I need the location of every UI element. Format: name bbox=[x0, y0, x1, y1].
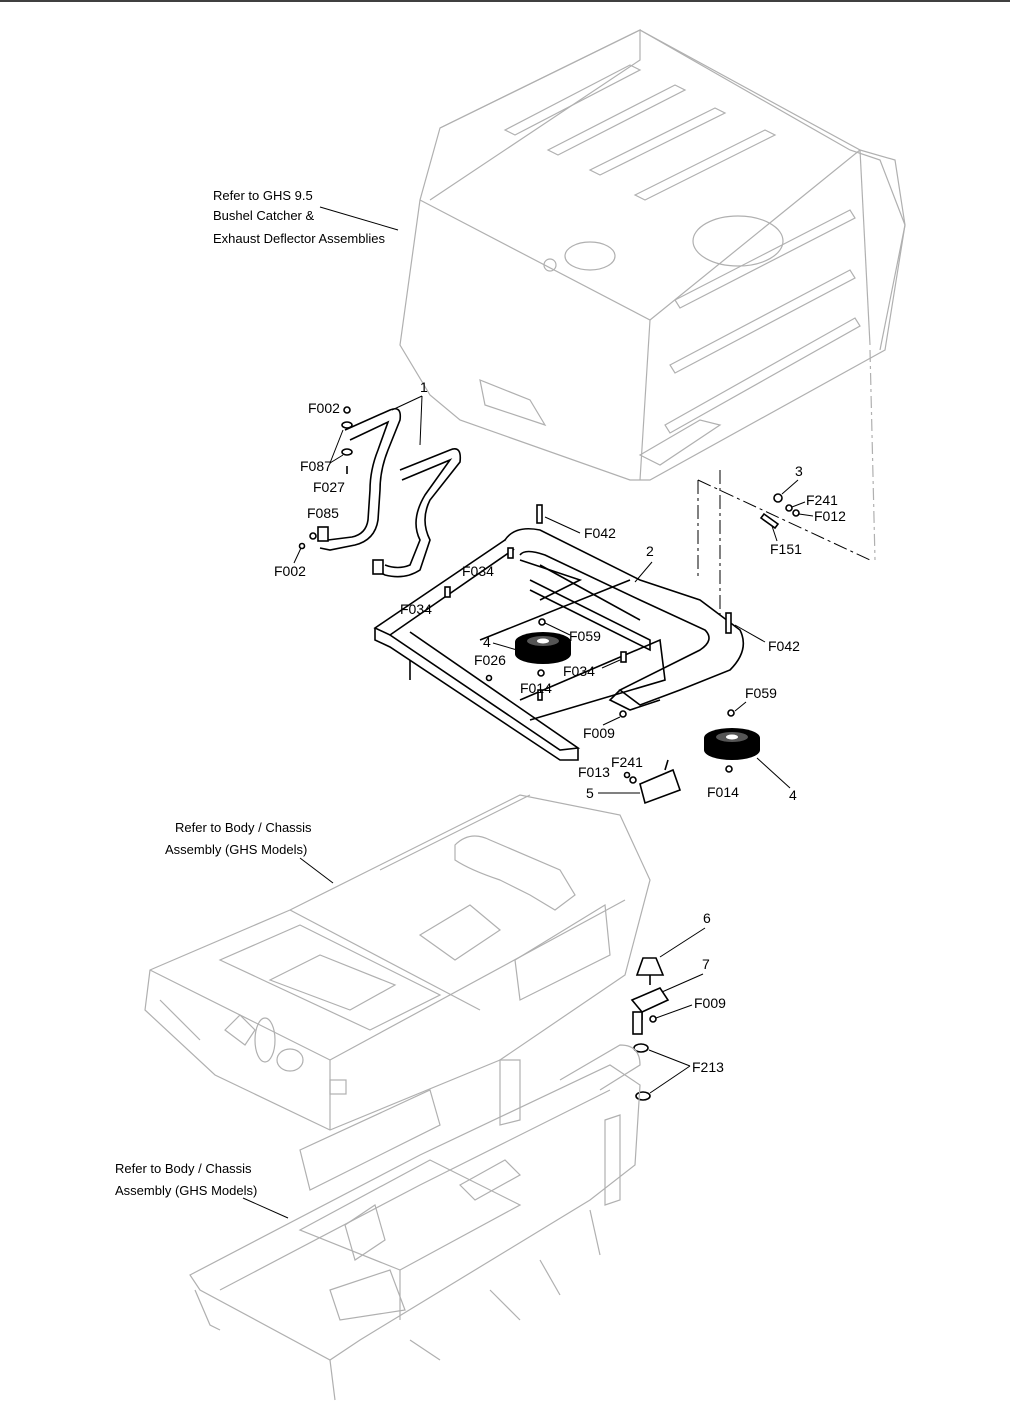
body-ref2-line1: Refer to Body / Chassis bbox=[115, 1161, 252, 1176]
callout-f013: F013 bbox=[578, 764, 610, 780]
strap-pair bbox=[317, 407, 462, 578]
bushel-catcher-drawing bbox=[399, 29, 906, 561]
callout-item3: 3 bbox=[795, 463, 803, 479]
callout-f034a: F034 bbox=[462, 563, 494, 579]
callout-f014b: F014 bbox=[707, 784, 739, 800]
callout-item2: 2 bbox=[646, 543, 654, 559]
callout-f009b: F009 bbox=[694, 995, 726, 1011]
callout-item5: 5 bbox=[586, 785, 594, 801]
callout-item4b: 4 bbox=[789, 787, 797, 803]
callout-item6: 6 bbox=[703, 910, 711, 926]
body-ref1-line1: Refer to Body / Chassis bbox=[175, 820, 312, 835]
callout-f241a: F241 bbox=[806, 492, 838, 508]
bushel-ref-line3: Exhaust Deflector Assemblies bbox=[213, 231, 385, 246]
bumper-and-bracket bbox=[630, 957, 670, 1101]
lower-chassis-drawing bbox=[189, 1044, 641, 1401]
callout-f085: F085 bbox=[307, 505, 339, 521]
callout-f042a: F042 bbox=[584, 525, 616, 541]
callout-f002b: F002 bbox=[274, 563, 306, 579]
callout-item1: 1 bbox=[420, 379, 428, 395]
callout-f151: F151 bbox=[770, 541, 802, 557]
bushel-ref-line1: Refer to GHS 9.5 bbox=[213, 188, 313, 203]
isolator-wheel-right bbox=[704, 709, 760, 773]
isolator-wheel-left bbox=[515, 632, 571, 664]
callout-f059b: F059 bbox=[745, 685, 777, 701]
callout-f087: F087 bbox=[300, 458, 332, 474]
callout-f012: F012 bbox=[814, 508, 846, 524]
callout-f213: F213 bbox=[692, 1059, 724, 1075]
callout-f002a: F002 bbox=[308, 400, 340, 416]
bushel-ref-line2: Bushel Catcher & bbox=[213, 208, 314, 223]
strap-hardware bbox=[298, 406, 353, 550]
body-ref1-line2: Assembly (GHS Models) bbox=[165, 842, 307, 857]
right-side-hardware bbox=[697, 470, 871, 615]
callout-f059a: F059 bbox=[569, 628, 601, 644]
callout-f027: F027 bbox=[313, 479, 345, 495]
callout-f009a: F009 bbox=[583, 725, 615, 741]
callout-item4a: 4 bbox=[483, 634, 491, 650]
callout-f241b: F241 bbox=[611, 754, 643, 770]
body-chassis-drawing bbox=[144, 794, 651, 1131]
callout-f034c: F034 bbox=[563, 663, 595, 679]
callout-f026: F026 bbox=[474, 652, 506, 668]
callout-f042b: F042 bbox=[768, 638, 800, 654]
bracket-plate bbox=[623, 759, 682, 805]
frame-hardware bbox=[444, 504, 732, 718]
callout-f014a: F014 bbox=[520, 680, 552, 696]
callout-item7: 7 bbox=[702, 956, 710, 972]
body-ref2-line2: Assembly (GHS Models) bbox=[115, 1183, 257, 1198]
callout-f034b: F034 bbox=[400, 601, 432, 617]
